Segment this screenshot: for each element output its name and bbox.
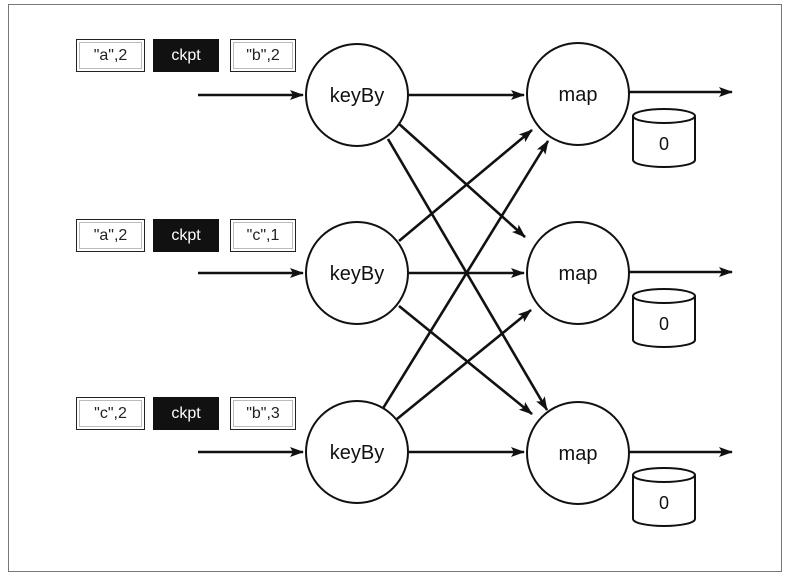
record-row2-a: "a",2 [76, 219, 145, 252]
edge-k3-m1 [380, 140, 550, 411]
keyby-node-2 [305, 221, 409, 325]
map-label-3: map [559, 443, 598, 465]
state-value-1: 0 [659, 134, 669, 154]
record-row3-a: "c",2 [76, 397, 145, 430]
keyby-label-2: keyBy [330, 263, 384, 285]
edge-k1-m3 [386, 138, 549, 411]
edge-k3-m2 [396, 308, 532, 421]
checkpoint-barrier-row1: ckpt [153, 39, 219, 72]
checkpoint-barrier-row2: ckpt [153, 219, 219, 252]
keyby-node-1 [305, 43, 409, 147]
keyby-label-1: keyBy [330, 85, 384, 107]
state-value-2: 0 [659, 314, 669, 334]
edge-k1-m2 [397, 122, 526, 238]
checkpoint-barrier-row3: ckpt [153, 397, 219, 430]
record-row3-b: "b",3 [230, 397, 296, 430]
edge-k2-m3 [398, 304, 533, 416]
map-node-1 [526, 42, 630, 146]
map-node-3 [526, 401, 630, 505]
map-label-1: map [559, 84, 598, 106]
keyby-label-3: keyBy [330, 442, 384, 464]
map-label-2: map [559, 263, 598, 285]
record-row1-b: "b",2 [230, 39, 296, 72]
state-store-3 [632, 467, 696, 527]
state-value-3: 0 [659, 493, 669, 513]
diagram-frame [8, 4, 782, 572]
state-store-1 [632, 108, 696, 168]
record-row1-a: "a",2 [76, 39, 145, 72]
edge-k2-m1 [398, 129, 533, 242]
record-row2-b: "c",1 [230, 219, 296, 252]
map-node-2 [526, 221, 630, 325]
keyby-node-3 [305, 400, 409, 504]
state-store-2 [632, 288, 696, 348]
